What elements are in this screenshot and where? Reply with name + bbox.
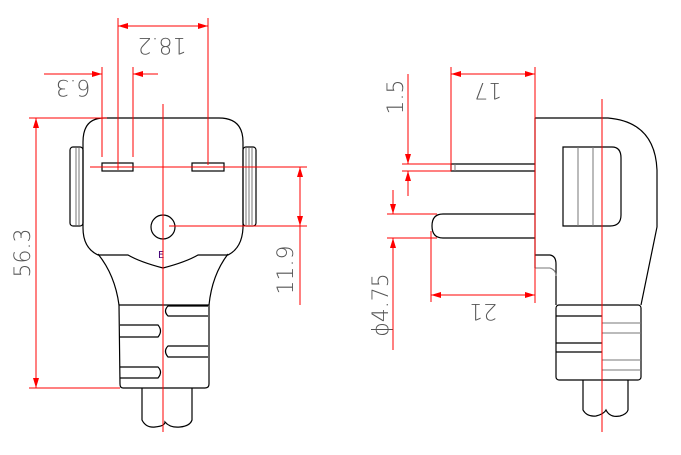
dim-earth-offset: 11.9 — [274, 246, 299, 295]
side-cable — [582, 380, 629, 417]
side-tab-left — [69, 146, 84, 227]
side-window — [562, 146, 622, 227]
dim-pin-width: 6.3 — [56, 74, 91, 99]
side-flat-pin — [450, 163, 535, 172]
dim-earth-pin-diameter: ϕ4.75 — [369, 273, 394, 337]
dim-earth-pin-length: 21 — [469, 298, 497, 323]
side-view: 17 1.5 ϕ4.75 21 — [369, 67, 658, 432]
side-body-outline — [535, 117, 658, 306]
earth-marking: E — [158, 250, 164, 261]
front-view: E 18.2 6.3 56.3 11.9 — [11, 18, 307, 432]
dim-pin-thickness: 1.5 — [384, 80, 409, 115]
plug-neck — [97, 253, 229, 306]
cable — [141, 388, 193, 428]
side-earth-pin — [431, 213, 535, 239]
grip — [118, 304, 210, 389]
dim-overall-height: 56.3 — [11, 229, 36, 278]
dim-pin-spacing: 18.2 — [138, 32, 187, 57]
dim-pin-length: 17 — [474, 77, 502, 102]
